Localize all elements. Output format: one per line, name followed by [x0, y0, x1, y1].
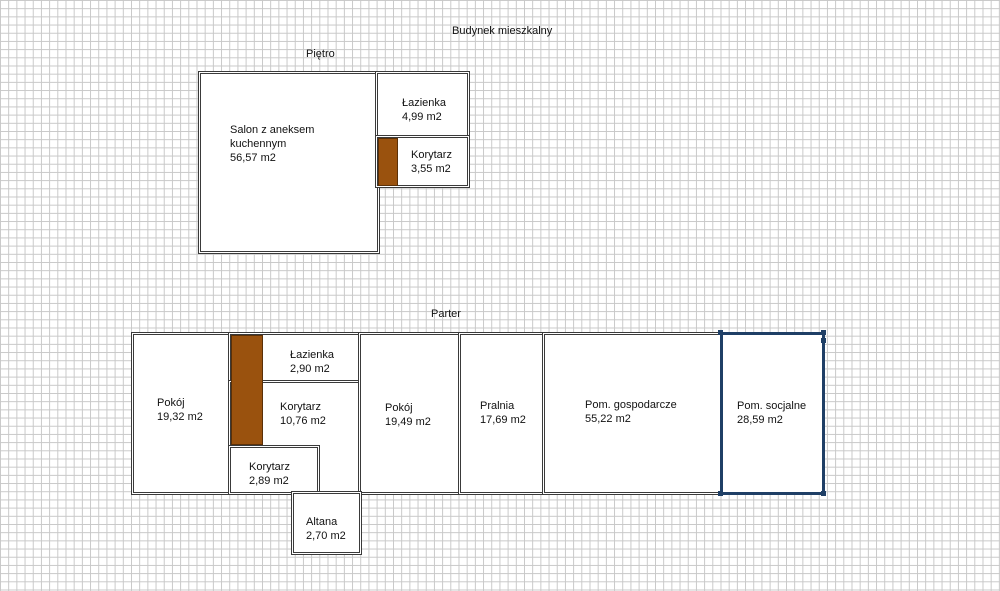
- label-lazienka-ground: Łazienka 2,90 m2: [290, 349, 335, 375]
- stairs-upper: [378, 138, 398, 186]
- room-socjalne[interactable]: [720, 332, 825, 495]
- room-lazienka-upper[interactable]: [375, 71, 470, 139]
- room-salon[interactable]: [198, 71, 380, 254]
- room-korytarz-small[interactable]: [228, 445, 320, 495]
- stairs-ground: [231, 335, 263, 445]
- building-title: Budynek mieszkalny: [452, 25, 553, 37]
- room-pokoj-left[interactable]: [131, 332, 231, 495]
- label-korytarz-upper: Korytarz 3,55 m2: [411, 149, 452, 175]
- selection-handle-bottom-right[interactable]: [821, 491, 826, 496]
- ground-floor-title: Parter: [431, 308, 461, 320]
- label-altana: Altana 2,70 m2: [306, 516, 346, 542]
- label-socjalne: Pom. socjalne 28,59 m2: [737, 400, 807, 426]
- room-gospodarcze[interactable]: [542, 332, 724, 495]
- label-lazienka-upper: Łazienka 4,99 m2: [402, 97, 447, 123]
- selection-handle-top-right[interactable]: [821, 330, 826, 335]
- room-pokoj-right[interactable]: [358, 332, 462, 495]
- label-pokoj-left: Pokój 19,32 m2: [157, 397, 203, 423]
- selection-handle-bottom-left[interactable]: [718, 491, 723, 496]
- label-korytarz-main: Korytarz 10,76 m2: [280, 401, 326, 427]
- room-altana[interactable]: [291, 491, 362, 555]
- label-salon: Salon z aneksem kuchennym 56,57 m2: [230, 124, 315, 164]
- upper-floor-title: Piętro: [306, 48, 335, 60]
- label-korytarz-small: Korytarz 2,89 m2: [249, 461, 290, 487]
- label-gospodarcze: Pom. gospodarcze 55,22 m2: [585, 399, 677, 425]
- label-pokoj-right: Pokój 19,49 m2: [385, 402, 431, 428]
- selection-handle-mid-right[interactable]: [821, 338, 826, 343]
- selection-handle-top-left[interactable]: [718, 330, 723, 335]
- label-pralnia: Pralnia 17,69 m2: [480, 400, 526, 426]
